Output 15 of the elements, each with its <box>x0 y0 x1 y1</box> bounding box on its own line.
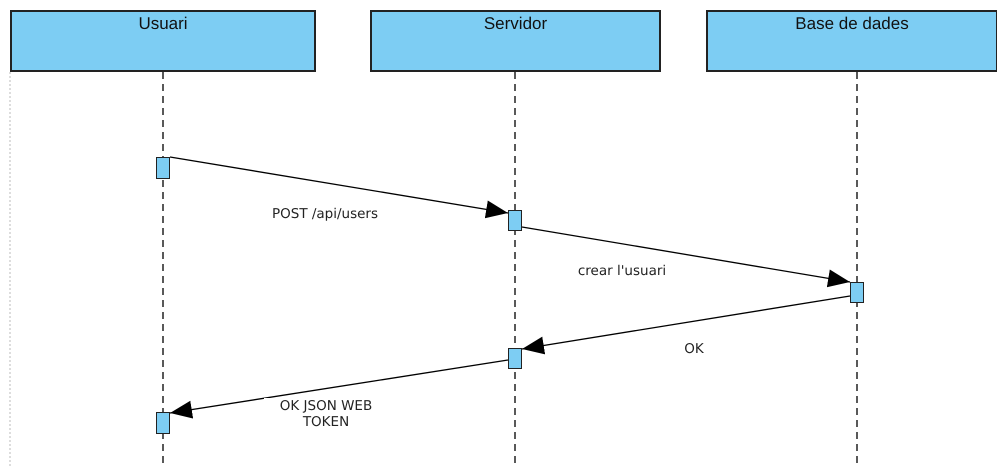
participant-name: Servidor <box>484 14 548 34</box>
message-arrow <box>170 156 508 218</box>
activation-bar <box>850 282 864 303</box>
participant-name: Base de dades <box>795 14 909 34</box>
participant-header <box>706 10 997 72</box>
activation-bar <box>156 412 170 434</box>
activation-bar <box>508 348 522 369</box>
activation-bar <box>156 157 170 179</box>
message-arrow <box>522 226 850 288</box>
participant-name: Usuari <box>138 14 188 34</box>
participant-header <box>370 10 661 72</box>
message-arrow <box>522 295 850 354</box>
participant-header <box>10 10 316 72</box>
activation-bar <box>508 210 522 231</box>
message-arrow <box>170 359 508 418</box>
